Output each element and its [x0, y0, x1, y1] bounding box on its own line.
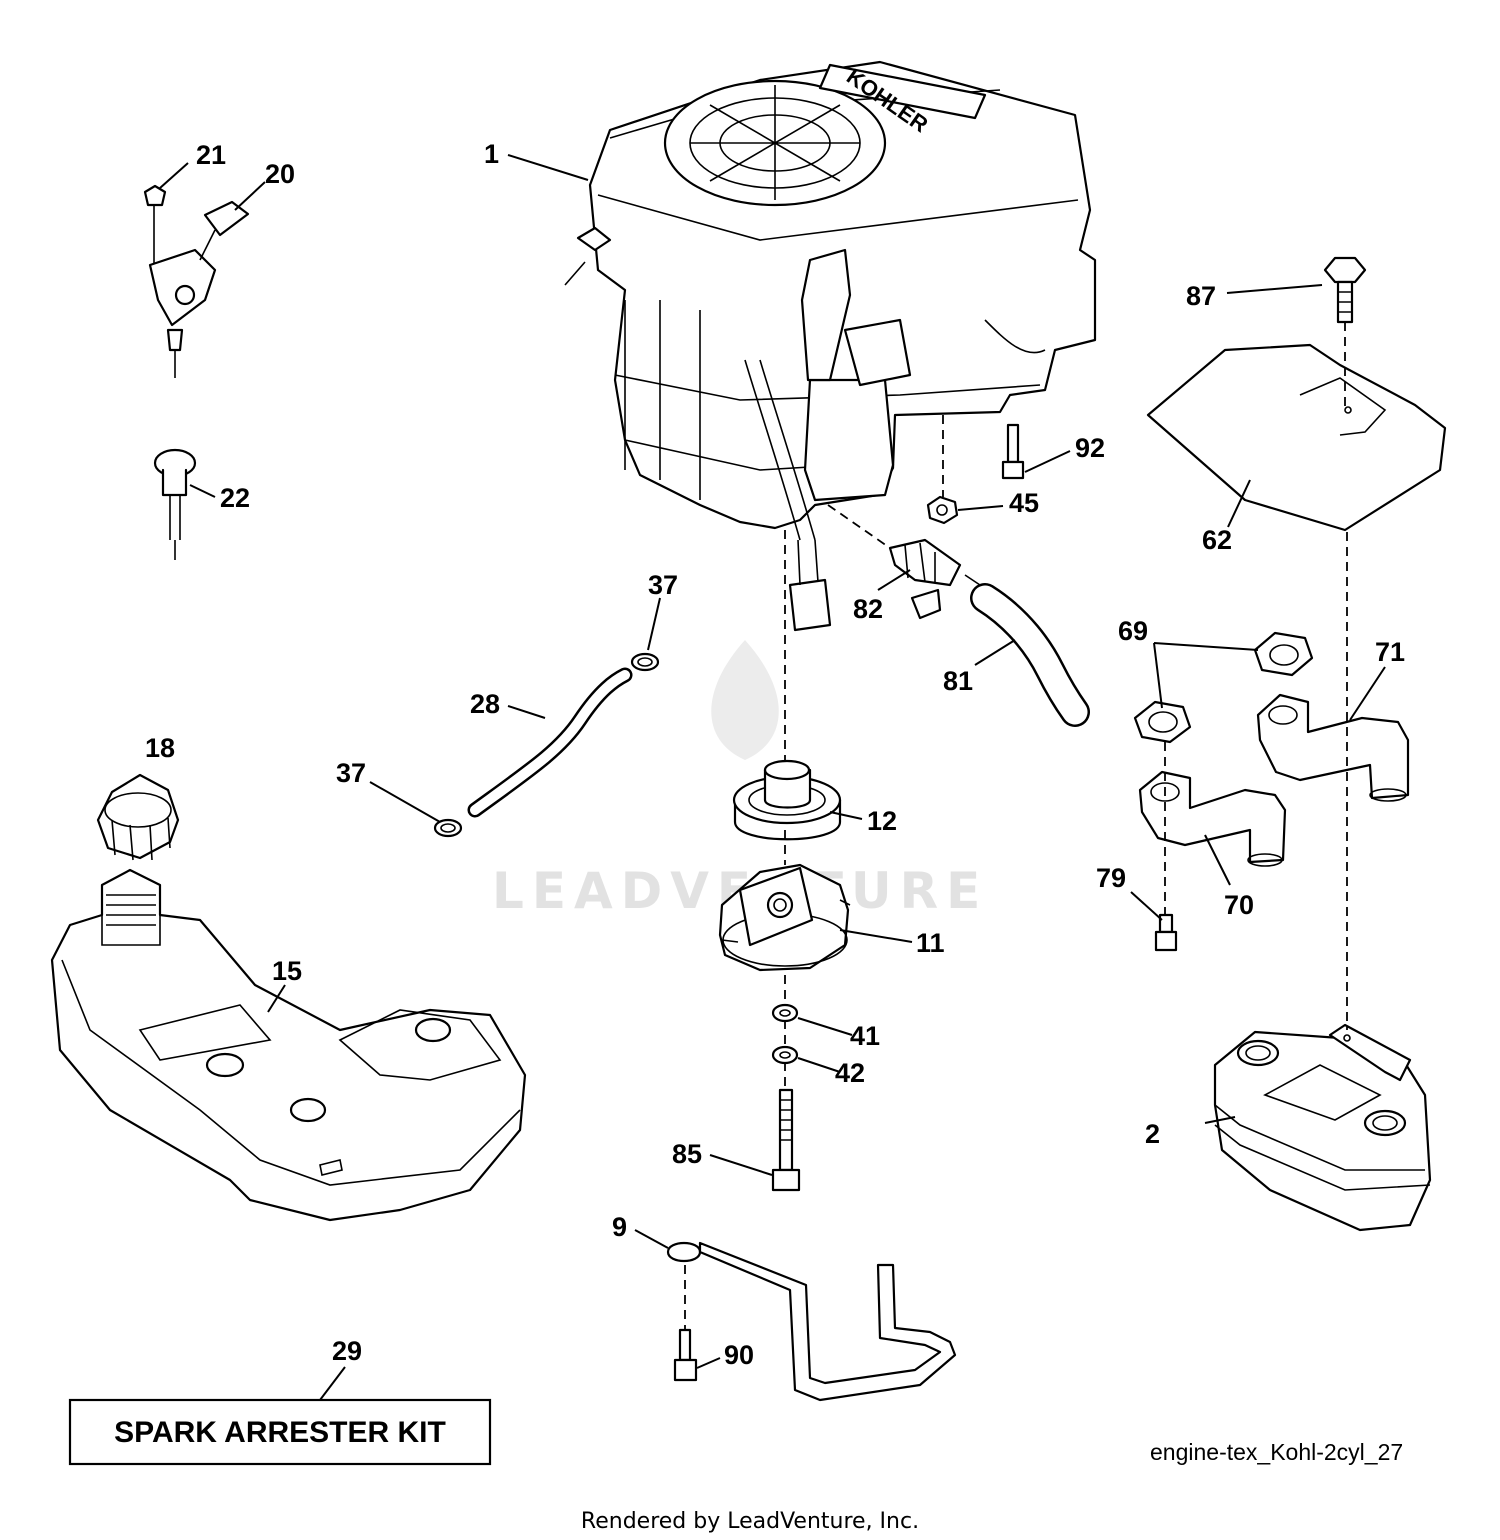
assembly-lines — [684, 322, 1348, 1330]
callout-85: 85 — [672, 1139, 702, 1169]
spark-arrester-kit-box: SPARK ARRESTER KIT — [68, 1398, 492, 1466]
callout-22: 22 — [220, 483, 250, 513]
callout-18: 18 — [145, 733, 175, 763]
callout-71: 71 — [1375, 637, 1405, 667]
callout-42: 42 — [835, 1058, 865, 1088]
callout-20: 20 — [265, 159, 295, 189]
callout-21: 21 — [196, 140, 226, 170]
callout-2: 2 — [1145, 1119, 1160, 1149]
washer — [771, 1003, 799, 1023]
wire-connector — [788, 578, 832, 632]
exhaust-pipe-left — [1138, 770, 1287, 867]
callout-12: 12 — [867, 806, 897, 836]
callout-92: 92 — [1075, 433, 1105, 463]
kit-label: SPARK ARRESTER KIT — [114, 1416, 446, 1449]
callout-87: 87 — [1186, 281, 1216, 311]
callout-69: 69 — [1118, 616, 1148, 646]
watermark: LEADVENTURE — [492, 640, 980, 920]
muffler — [1213, 1023, 1432, 1232]
fuel-line — [433, 652, 660, 838]
callout-37b: 37 — [336, 758, 366, 788]
leader-lines — [159, 154, 1386, 1401]
pulley-bolt — [771, 1088, 801, 1192]
heat-shield-bolt — [1323, 256, 1367, 324]
callout-62: 62 — [1202, 525, 1232, 555]
lock-washer — [771, 1045, 799, 1065]
callout-1: 1 — [484, 139, 499, 169]
watermark-flame-icon — [711, 640, 779, 760]
hose-clamp — [433, 818, 463, 838]
callout-37a: 37 — [648, 570, 678, 600]
bracket-bolt — [673, 1328, 698, 1382]
callout-82: 82 — [853, 594, 883, 624]
bolt — [1001, 423, 1025, 480]
exhaust-gasket — [1133, 700, 1192, 744]
pto-clutch — [718, 863, 851, 972]
callout-29: 29 — [332, 1336, 362, 1366]
callouts: 1 21 20 22 87 92 45 62 37 82 69 71 81 28… — [145, 139, 1405, 1370]
fuel-filter — [888, 538, 981, 620]
dipstick-tube — [800, 248, 852, 382]
callout-9: 9 — [612, 1212, 627, 1242]
exhaust-gasket — [1253, 631, 1314, 677]
engine-pulley — [732, 759, 842, 841]
footer-credit: Rendered by LeadVenture, Inc. — [581, 1509, 919, 1534]
callout-79: 79 — [1096, 863, 1126, 893]
throttle-control — [143, 184, 250, 378]
fuel-hose — [970, 583, 1090, 727]
engine-bracket — [666, 1241, 957, 1402]
callout-15: 15 — [272, 956, 302, 986]
engine-assembly: KOHLER — [564, 60, 1097, 632]
callout-70: 70 — [1224, 890, 1254, 920]
oil-filter — [803, 378, 895, 502]
nut — [926, 495, 959, 525]
callout-11: 11 — [916, 928, 945, 958]
callout-81: 81 — [943, 666, 973, 696]
callout-45: 45 — [1009, 488, 1039, 518]
choke-knob — [153, 448, 197, 560]
heat-shield — [1146, 343, 1447, 532]
callout-41: 41 — [850, 1021, 880, 1051]
fuel-tank — [50, 868, 527, 1222]
starter-motor — [843, 318, 912, 387]
bolt — [1154, 913, 1178, 952]
hose-clamp — [630, 652, 660, 672]
fuel-cap — [96, 773, 180, 861]
exhaust-pipe-right — [1256, 693, 1410, 802]
callout-90: 90 — [724, 1340, 754, 1370]
diagram-code: engine-tex_Kohl-2cyl_27 — [1150, 1439, 1403, 1465]
callout-28: 28 — [470, 689, 500, 719]
